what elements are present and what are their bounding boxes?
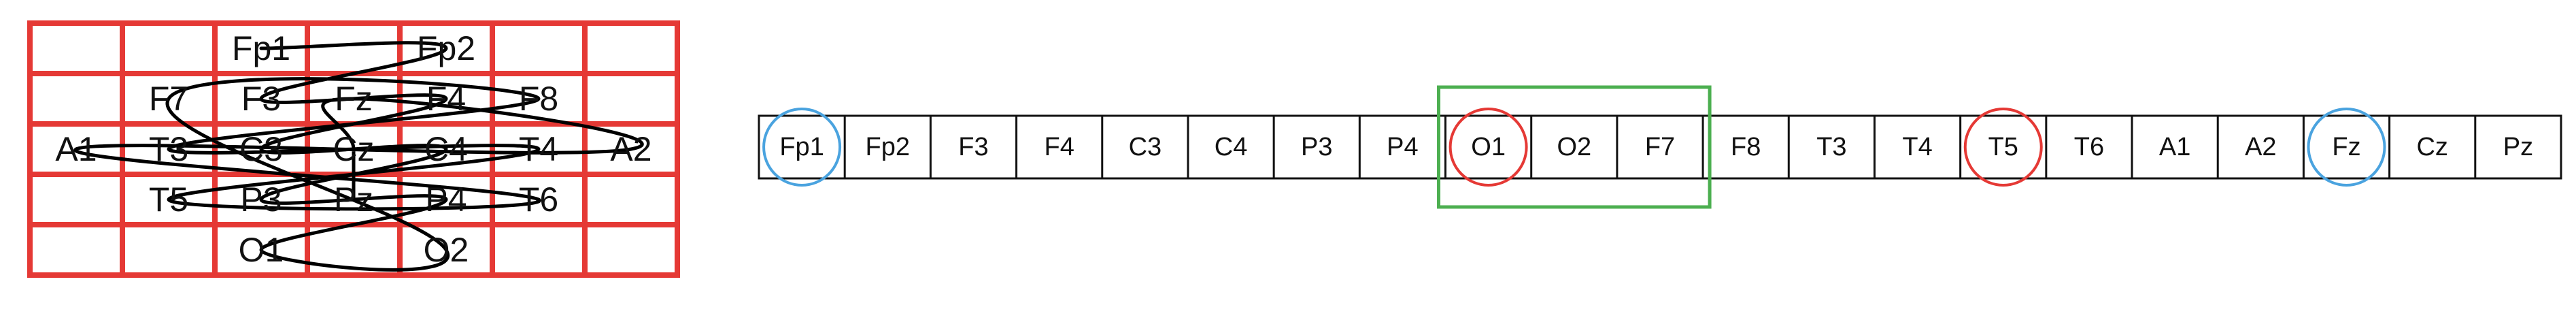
- electrode-label-c3: C3: [239, 130, 283, 168]
- channel-label-c4: C4: [1215, 133, 1248, 161]
- channel-label-fz: Fz: [2332, 133, 2360, 161]
- electrode-label-f7: F7: [149, 80, 188, 118]
- channel-label-p4: P4: [1387, 133, 1418, 161]
- electrode-label-t5: T5: [149, 180, 188, 219]
- channel-label-f8: F8: [1731, 133, 1761, 161]
- channel-label-fp1: Fp1: [779, 133, 824, 161]
- channel-label-f4: F4: [1044, 133, 1074, 161]
- green-selection-box: [1437, 85, 1712, 209]
- electrode-label-o2: O2: [424, 231, 469, 269]
- red-circle-marker-t5: [1963, 108, 2043, 187]
- electrode-label-f8: F8: [519, 80, 558, 118]
- channel-label-f7: F7: [1645, 133, 1675, 161]
- channel-label-t3: T3: [1816, 133, 1846, 161]
- channel-label-a1: A1: [2159, 133, 2190, 161]
- channel-label-c3: C3: [1129, 133, 1162, 161]
- electrode-trace-line: [73, 41, 644, 272]
- channel-label-t5: T5: [1988, 133, 2018, 161]
- electrode-label-p3: P3: [240, 180, 282, 219]
- electrode-label-fp2: Fp2: [417, 29, 475, 67]
- channel-label-o2: O2: [1557, 133, 1591, 161]
- electrode-label-c4: C4: [424, 130, 468, 168]
- electrode-label-f4: F4: [426, 80, 466, 118]
- electrode-label-t3: T3: [149, 130, 188, 168]
- electrode-label-p4: P4: [425, 180, 467, 219]
- channel-label-cz: Cz: [2416, 133, 2447, 161]
- blue-circle-marker-fp1: [762, 108, 842, 187]
- channel-label-f3: F3: [958, 133, 988, 161]
- electrode-label-a1: A1: [55, 130, 97, 168]
- strip-border: [758, 114, 2562, 180]
- channel-strip: Fp1 Fp2 F3 F4 C3 C4 P3 P4 O1 O2 F7 F8 T3 T4 T5 T6 A1 A2 Fz…: [758, 114, 2562, 180]
- red-circle-marker-o1: [1448, 108, 1528, 187]
- electrode-label-t6: T6: [519, 180, 558, 219]
- electrode-label-t4: T4: [519, 130, 558, 168]
- blue-circle-marker-fz: [2307, 108, 2386, 187]
- electrode-label-f3: F3: [241, 80, 281, 118]
- electrode-label-fz: Fz: [335, 80, 373, 118]
- channel-label-t6: T6: [2074, 133, 2104, 161]
- channel-label-pz: Pz: [2503, 133, 2533, 161]
- channel-label-fp2: Fp2: [866, 133, 910, 161]
- electrode-label-cz: Cz: [333, 130, 374, 168]
- channel-label-a2: A2: [2245, 133, 2276, 161]
- electrode-label-pz: Pz: [334, 180, 373, 219]
- electrode-label-fp1: Fp1: [232, 29, 290, 67]
- channel-label-o1: O1: [1471, 133, 1506, 161]
- channel-label-t4: T4: [1902, 133, 1932, 161]
- electrode-label-a2: A2: [610, 130, 651, 168]
- channel-label-p3: P3: [1301, 133, 1332, 161]
- grid-border: [27, 20, 680, 278]
- electrode-label-o1: O1: [239, 231, 284, 269]
- channel-markers: [762, 85, 2386, 209]
